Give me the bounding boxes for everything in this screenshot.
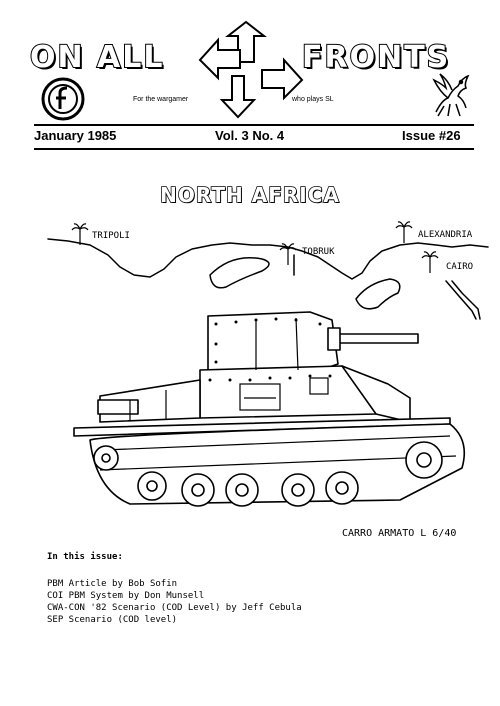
griffin-emblem-icon (432, 73, 470, 117)
palm-tree-icon (421, 251, 439, 273)
masthead-title-right: FRONTS (301, 39, 451, 76)
city-label-tripoli: TRIPOLI (92, 231, 130, 241)
masthead-rule-bottom (34, 148, 474, 150)
masthead-rule-top (34, 124, 474, 126)
coastline-map (47, 221, 489, 320)
palm-tree-icon (279, 243, 297, 265)
tagline-left: For the wargamer (133, 96, 189, 103)
four-arrows-logo-icon (198, 20, 304, 119)
city-label-cairo: CAIRO (446, 262, 474, 272)
contents-item: COI PBM System by Don Munsell (47, 591, 205, 601)
tagline-right: who plays SL (292, 96, 334, 103)
contents-heading: In this issue: (47, 552, 123, 562)
masthead-title-left: ON ALL (29, 39, 165, 76)
illustration-caption: CARRO ARMATO L 6/40 (342, 528, 457, 539)
contents-item: SEP Scenario (COD level) (47, 615, 178, 625)
palm-tree-icon (71, 223, 89, 245)
issue-number: Issue #26 (402, 128, 461, 143)
city-label-alexandria: ALEXANDRIA (418, 230, 473, 240)
circle-emblem-icon (41, 77, 85, 121)
tank-illustration (73, 311, 466, 507)
city-label-tobruk: TOBRUK (302, 247, 335, 257)
contents-item: PBM Article by Bob Sofin (47, 579, 178, 589)
issue-volume: Vol. 3 No. 4 (215, 128, 285, 143)
contents-item: CWA-CON '82 Scenario (COD Level) by Jeff… (47, 603, 302, 613)
headline: NORTH AFRICA (159, 182, 340, 208)
issue-date: January 1985 (34, 128, 117, 143)
palm-tree-icon (395, 221, 413, 243)
